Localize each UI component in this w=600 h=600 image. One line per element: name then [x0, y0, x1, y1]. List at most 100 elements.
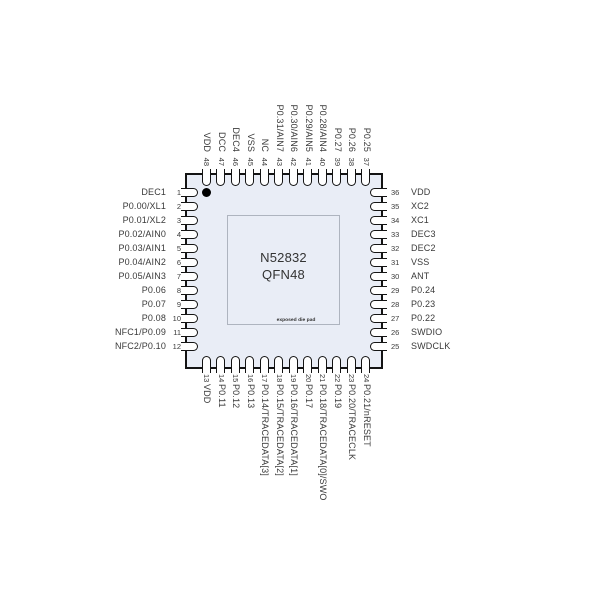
pin-32-name: DEC2 — [411, 242, 436, 253]
pin-5-name: P0.03/AIN1 — [118, 242, 166, 253]
pin-23-name: P0.20/TRACECLK — [347, 384, 357, 461]
pin-4-name: P0.02/AIN0 — [118, 228, 166, 239]
pin-34 — [370, 216, 387, 225]
pin-29-number: 29 — [391, 285, 400, 295]
pin-39 — [332, 169, 341, 186]
pin-35-number: 35 — [391, 201, 400, 211]
pin-6-number: 6 — [176, 257, 181, 267]
pin-42 — [288, 169, 298, 186]
pin-22-name: P0.19 — [332, 384, 343, 409]
pin-15 — [230, 356, 240, 373]
pin-3-number: 3 — [176, 215, 181, 225]
pin-32 — [370, 244, 387, 253]
pin-28 — [370, 300, 387, 309]
pin-47-name: DCC — [216, 132, 227, 152]
pin-6-name: P0.04/AIN2 — [118, 256, 166, 267]
pin-7 — [181, 272, 198, 281]
pin-25-number: 25 — [391, 341, 400, 351]
pin-26-number: 26 — [391, 327, 400, 337]
pin-1-number: 1 — [176, 187, 181, 197]
pin-8-name: P0.06 — [141, 284, 166, 295]
chip-body — [185, 173, 383, 369]
pin-28-number: 28 — [391, 299, 400, 309]
pin-31-number: 31 — [391, 257, 400, 267]
pin1-marker-dot — [202, 188, 211, 197]
pin-10-number: 10 — [172, 313, 181, 323]
pin-35 — [370, 202, 387, 211]
pin-36 — [370, 188, 387, 197]
pin-14-name: P0.11 — [216, 384, 227, 408]
pin-33-number: 33 — [391, 229, 400, 239]
pin-40-name: P0.28/AIN4 — [318, 104, 328, 152]
pin-12-name: NFC2/P0.10 — [114, 340, 166, 351]
pin-26-name: SWDIO — [411, 326, 443, 337]
pin-2 — [181, 202, 198, 211]
pin-48-name: VDD — [202, 132, 212, 152]
pin-27 — [370, 314, 387, 323]
pin-30 — [370, 272, 387, 281]
chip-part-number: N52832 — [260, 250, 307, 265]
exposed-die-pad: N52832 QFN48 exposed die pad — [227, 215, 340, 325]
pin-3 — [181, 216, 198, 225]
pin-36-number: 36 — [391, 187, 400, 197]
pin-20 — [303, 356, 312, 373]
pin-16 — [245, 356, 254, 373]
pin-31 — [370, 258, 387, 267]
pin-15-name: P0.12 — [231, 384, 241, 409]
pin-46-name: DEC4 — [231, 127, 241, 152]
pin-16-name: P0.13 — [245, 384, 256, 409]
pin-24-name: P0.21/nRESET — [361, 384, 372, 447]
pin-11-number: 11 — [173, 327, 181, 337]
pin-23 — [346, 356, 356, 373]
pin-21 — [317, 356, 327, 373]
pin-14 — [216, 356, 225, 373]
pin-7-name: P0.05/AIN3 — [118, 270, 166, 281]
pin-28-name: P0.23 — [411, 298, 436, 309]
pin-7-number: 7 — [176, 271, 181, 281]
pin-38 — [346, 169, 356, 186]
pin-44-name: NC — [260, 138, 270, 152]
pin-48 — [201, 169, 211, 186]
pin-5-number: 5 — [176, 243, 181, 253]
pin-38-name: P0.26 — [347, 127, 357, 152]
pin-30-number: 30 — [391, 271, 400, 281]
pin-2-number: 2 — [176, 201, 181, 211]
pin-1 — [181, 188, 198, 197]
pin-13-name: VDD — [202, 384, 212, 404]
pin-9-number: 9 — [176, 299, 181, 309]
chip-name-block: N52832 QFN48 — [228, 249, 339, 283]
pin-4-number: 4 — [176, 229, 181, 239]
pin-40 — [317, 169, 327, 186]
pin-29 — [370, 286, 387, 295]
pin-18 — [274, 356, 283, 373]
pin-29-name: P0.24 — [411, 284, 436, 295]
pin-11-name: NFC1/P0.09 — [114, 326, 166, 337]
pin-5 — [181, 244, 198, 253]
pin-13 — [201, 356, 211, 373]
pin-25-name: SWDCLK — [411, 340, 451, 351]
pin-46 — [230, 169, 240, 186]
pin-32-number: 32 — [391, 243, 400, 253]
pin-41 — [303, 169, 312, 186]
pin-45-name: VSS — [245, 133, 256, 152]
pin-47 — [216, 169, 225, 186]
pin-33-name: DEC3 — [411, 228, 436, 239]
die-pad-label: exposed die pad — [276, 316, 316, 322]
pin-34-number: 34 — [391, 215, 400, 225]
pin-44 — [259, 169, 269, 186]
pin-10-name: P0.08 — [141, 312, 166, 323]
pin-18-name: P0.15/TRACEDATA[2] — [274, 384, 285, 476]
pin-19-name: P0.16/TRACEDATA[1] — [289, 384, 299, 476]
pin-21-name: P0.18/TRACEDATA[0]/SWO — [318, 384, 328, 501]
pin-17-name: P0.14/TRACEDATA[3] — [260, 384, 270, 476]
pin-27-name: P0.22 — [411, 312, 436, 323]
pin-33 — [370, 230, 387, 239]
pin-9-name: P0.07 — [141, 298, 166, 309]
pin-31-name: VSS — [411, 256, 430, 267]
pin-36-name: VDD — [411, 186, 431, 197]
pin-12 — [181, 342, 198, 351]
pin-43-name: P0.31/AIN7 — [274, 104, 285, 152]
pin-12-number: 12 — [172, 341, 181, 351]
pin-43 — [274, 169, 283, 186]
